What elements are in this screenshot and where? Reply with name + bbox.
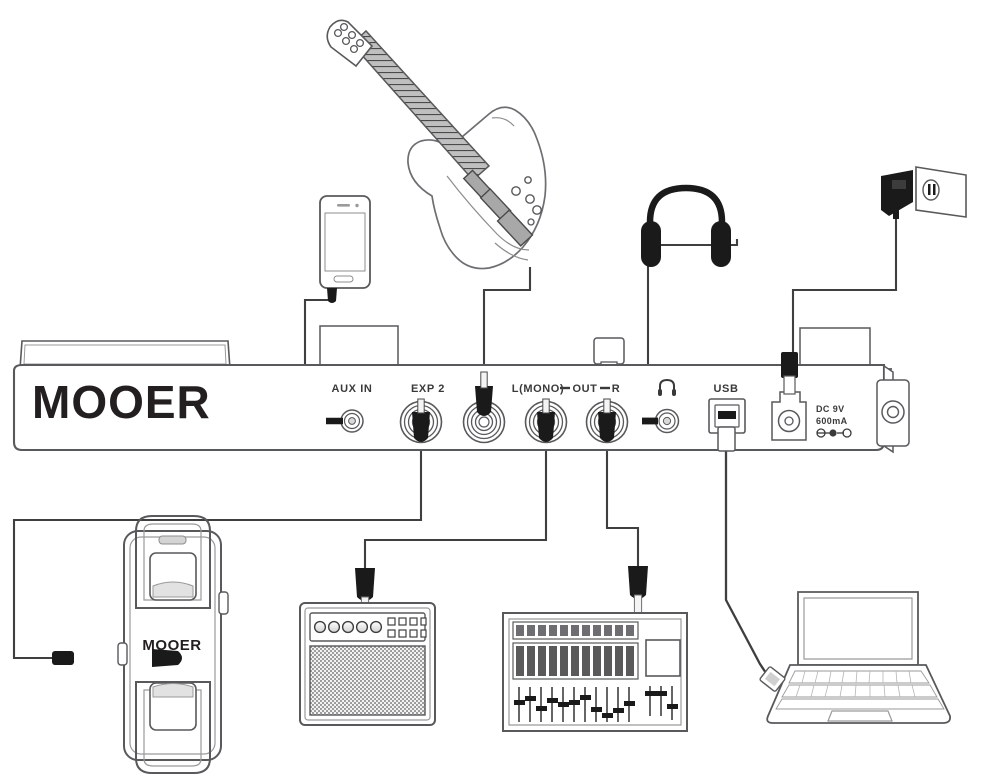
laptop-keyboard[interactable]: [775, 670, 945, 710]
cable-adapter-to-dcin: [791, 214, 898, 354]
power-adapter: [881, 170, 913, 219]
laptop-computer: [759, 591, 952, 724]
port-dc-in[interactable]: [771, 352, 807, 441]
dc-polarity-icon: [816, 428, 852, 438]
mixer-trim-knobs[interactable]: [516, 625, 634, 636]
port-label-usb: USB: [713, 383, 738, 395]
cable-exp2-to-pedal: [12, 443, 423, 660]
mixing-console: [502, 566, 688, 732]
mixer-fader-caps[interactable]: [514, 695, 635, 718]
amp-buttons[interactable]: [387, 617, 427, 638]
cable-group: [12, 214, 898, 678]
plug-in-expression-pedal: [152, 649, 182, 667]
dc-voltage-label: DC 9V: [816, 404, 845, 414]
dc-current-label: 600mA: [816, 416, 848, 426]
port-label-aux-in: AUX IN: [332, 383, 373, 395]
smartphone: [319, 195, 371, 303]
device-brand-logo: MOOER: [32, 376, 211, 428]
headphones-icon: [658, 378, 676, 396]
device-top-panel-center: [319, 325, 399, 370]
port-usb[interactable]: [708, 398, 746, 452]
port-phones[interactable]: [642, 408, 680, 434]
mooer-multi-effects-unit: MOOER AUX IN EXP 2 L(MONO) OUT R USB: [12, 325, 910, 454]
cable-outl-to-amp: [363, 443, 548, 570]
mixer-eq-knobs[interactable]: [516, 646, 634, 676]
usb-connector: [717, 426, 736, 452]
port-aux-in[interactable]: [326, 409, 364, 433]
wall-outlet: [915, 166, 967, 218]
electric-guitar: [326, 19, 547, 270]
laptop-trackpad[interactable]: [827, 710, 893, 722]
dc-plug: [781, 352, 798, 378]
port-label-out-right: R: [612, 383, 621, 395]
port-label-exp-2: EXP 2: [411, 383, 445, 395]
device-side-control[interactable]: [876, 379, 910, 447]
device-top-panel-right: [799, 327, 871, 370]
port-label-out-group: OUT: [572, 383, 597, 395]
expression-pedal: MOOER: [52, 515, 229, 774]
port-label-out-left: L(MONO): [512, 383, 564, 395]
mixer-display: [645, 639, 681, 677]
usb-connector-laptop: [759, 666, 786, 692]
cable-usb-to-laptop: [724, 450, 770, 678]
headphones: [641, 184, 731, 267]
amp-knobs[interactable]: [313, 620, 383, 634]
plug-in-input: [475, 371, 493, 416]
cable-outr-to-mixer: [605, 443, 640, 568]
cable-guitar-to-input: [482, 266, 532, 398]
guitar-amplifier: [299, 568, 436, 726]
